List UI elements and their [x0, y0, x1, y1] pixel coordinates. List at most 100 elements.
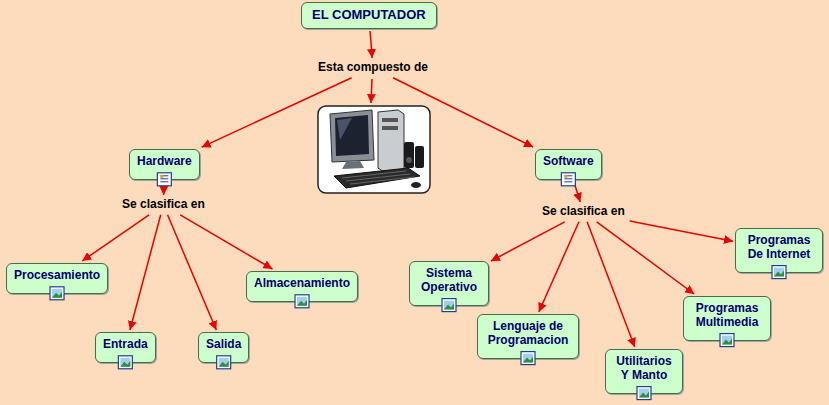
image-icon	[217, 356, 231, 369]
icon-hill	[722, 339, 732, 345]
document-icon	[157, 173, 171, 186]
icon-line	[564, 178, 572, 179]
concept-box: Utilitarios Y Manto	[605, 349, 683, 394]
icon-hill	[774, 271, 784, 277]
node-text: Esta compuesto de	[318, 61, 428, 75]
icon-frame	[720, 334, 734, 347]
concept-box: Procesamiento	[6, 263, 108, 294]
icon-sky	[722, 336, 732, 345]
connector-arrow	[130, 215, 161, 330]
node-text: Software	[543, 155, 594, 169]
image-icon	[521, 352, 535, 365]
icon-hill	[120, 361, 130, 367]
icon-sky	[444, 301, 454, 310]
concept-box: Lenguaje de Programacion	[477, 314, 579, 359]
icon-line	[160, 175, 168, 176]
icon-frame	[157, 173, 171, 186]
edge-group	[82, 31, 733, 347]
icon-frame	[50, 287, 64, 300]
linking-phrase: Se clasifica en	[539, 204, 628, 220]
icon-hill	[219, 361, 229, 367]
connector-arrow	[539, 222, 579, 312]
keyboard-keys	[342, 171, 414, 184]
node-text: Utilitarios Y Manto	[613, 355, 675, 383]
icon-frame	[561, 173, 575, 186]
node-text: Lenguaje de Programacion	[485, 320, 571, 348]
icon-hill	[297, 300, 307, 306]
monitor-stand	[342, 161, 364, 169]
concept-box: Sistema Operativo	[409, 261, 489, 306]
icon-line	[160, 178, 168, 179]
image-icon	[295, 295, 309, 308]
connector-arrow	[370, 31, 372, 58]
linking-phrase: Se clasifica en	[119, 197, 208, 213]
icon-line	[160, 181, 168, 182]
image-icon	[637, 387, 651, 400]
node-text: Procesamiento	[14, 269, 100, 283]
node-text: Se clasifica en	[542, 205, 625, 219]
image-icon	[442, 299, 456, 312]
speaker-cone	[406, 157, 412, 163]
icon-sky	[523, 354, 533, 363]
concept-box: Programas Multimedia	[683, 296, 771, 341]
image-icon	[118, 356, 132, 369]
connector-arrow	[180, 215, 272, 269]
icon-sky	[52, 289, 62, 298]
computer-illustration	[318, 106, 430, 193]
node-text: EL COMPUTADOR	[312, 8, 426, 23]
linking-phrase: Esta compuesto de	[315, 60, 431, 76]
image-icon	[720, 334, 734, 347]
icon-sky	[120, 358, 130, 367]
node-text: Programas Multimedia	[691, 302, 763, 330]
image-icon	[772, 266, 786, 279]
node-text: Programas De Internet	[743, 234, 815, 262]
image-icon	[50, 287, 64, 300]
icon-hill	[639, 392, 649, 398]
drive-bay	[382, 118, 398, 122]
node-text: Sistema Operativo	[417, 267, 481, 295]
icon-sky	[639, 389, 649, 398]
icon-frame	[772, 266, 786, 279]
icon-hill	[52, 292, 62, 298]
icon-sky	[774, 268, 784, 277]
concept-box: Almacenamiento	[246, 271, 358, 302]
icon-frame	[637, 387, 651, 400]
icon-sky	[219, 358, 229, 367]
mouse	[411, 182, 421, 188]
concept-box: Programas De Internet	[735, 228, 823, 273]
icon-line	[564, 181, 572, 182]
speaker	[415, 146, 424, 168]
speaker	[404, 142, 414, 168]
connector-arrow	[163, 182, 165, 195]
node-text: Salida	[206, 338, 241, 352]
icon-frame	[217, 356, 231, 369]
icon-frame	[442, 299, 456, 312]
illustration-arrow	[371, 79, 372, 103]
connector-arrow	[630, 221, 733, 241]
root-concept: EL COMPUTADOR	[301, 2, 437, 29]
concept-box: Hardware	[129, 149, 200, 180]
node-text: Entrada	[103, 338, 148, 352]
icon-sky	[297, 297, 307, 306]
node-text: Almacenamiento	[254, 277, 350, 291]
icon-line	[564, 175, 572, 176]
concept-box: Software	[535, 149, 602, 180]
tower-case	[378, 110, 404, 172]
connector-arrow	[491, 222, 565, 261]
connector-arrow	[587, 222, 635, 347]
connector-arrow	[597, 222, 694, 294]
monitor-frame	[330, 110, 374, 162]
drive-bay	[382, 126, 398, 130]
icon-frame	[118, 356, 132, 369]
icon-mark	[160, 175, 163, 178]
monitor-screen	[335, 115, 369, 156]
icon-mark	[564, 175, 567, 178]
document-icon	[561, 173, 575, 186]
icon-hill	[523, 357, 533, 363]
screen-glare	[337, 118, 352, 140]
connector-arrow	[574, 182, 580, 202]
concept-box: Salida	[198, 332, 249, 363]
icon-frame	[295, 295, 309, 308]
